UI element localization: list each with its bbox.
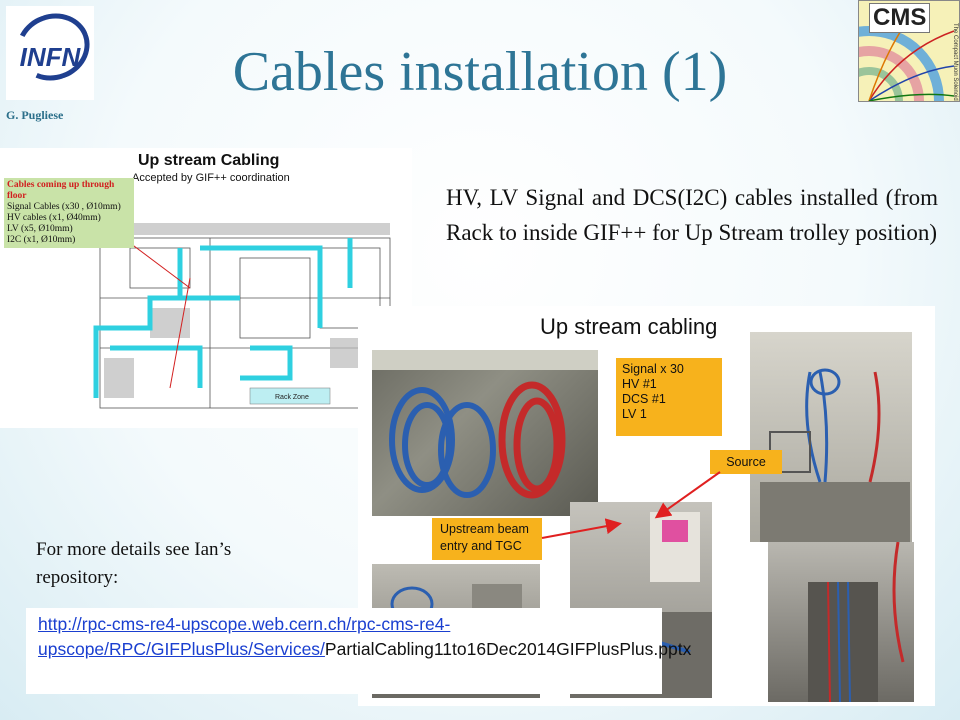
signals-callout-line: Signal x 30: [622, 362, 684, 376]
repository-file-name: PartialCabling11to16Dec2014GIFPlusPlus.p…: [324, 639, 692, 659]
slide-title: Cables installation (1): [232, 41, 728, 103]
upstream-callout-line: Upstream beam: [440, 522, 529, 536]
floor-plan-subheading: Accepted by GIF++ coordination: [132, 172, 290, 184]
upstream-callout-line: entry and TGC: [440, 539, 522, 553]
cms-logo-subtext: The Compact Muon Solenoid: [952, 23, 958, 101]
signals-callout-line: DCS #1: [622, 392, 666, 406]
repository-link-box: http://rpc-cms-re4-upscope.web.cern.ch/r…: [26, 608, 691, 694]
cms-logo: CMS The Compact Muon Solenoid: [858, 0, 960, 102]
signals-callout: Signal x 30 HV #1 DCS #1 LV 1: [616, 358, 722, 436]
floor-plan-image: Rack Zone Up stream Cabling Accepted by …: [0, 148, 412, 428]
photo-floor-trench: [768, 542, 914, 702]
source-callout: Source: [710, 450, 782, 474]
infn-logo-text: INFN: [19, 42, 81, 72]
cables-note-box: Cables coming up through floor Signal Ca…: [4, 178, 134, 248]
cms-logo-text: CMS: [869, 3, 931, 33]
cables-note-line: Signal Cables (x30 , Ø10mm): [7, 202, 121, 212]
upstream-arrow: [541, 518, 622, 539]
signals-callout-line: HV #1: [622, 377, 657, 391]
source-arrow: [654, 471, 721, 519]
photo-cable-coils: [372, 350, 598, 516]
cables-note-heading: Cables coming up through floor: [7, 180, 115, 201]
cables-note-line: I2C (x1, Ø10mm): [7, 235, 76, 245]
infn-logo: INFN: [6, 3, 100, 100]
photo-cable-rack: [750, 332, 912, 542]
cables-note-line: LV (x5, Ø10mm): [7, 224, 73, 234]
rack-zone-label: Rack Zone: [275, 394, 309, 401]
callout-arrows: [541, 471, 721, 539]
slide-description: HV, LV Signal and DCS(I2C) cables instal…: [446, 185, 938, 245]
more-details-text: For more details see Ian’s repository:: [36, 539, 232, 588]
repository-link-text: http://rpc-cms-re4-upscope.web.cern.ch/r…: [38, 612, 691, 662]
repository-url-link[interactable]: http://rpc-cms-re4-upscope.web.cern.ch/r…: [38, 614, 451, 659]
upstream-callout: Upstream beam entry and TGC: [432, 518, 542, 560]
collage-heading: Up stream cabling: [540, 314, 718, 339]
floor-plan-heading: Up stream Cabling: [138, 152, 280, 169]
cables-note-line: HV cables (x1, Ø40mm): [7, 213, 101, 223]
signals-callout-line: LV 1: [622, 407, 647, 421]
author-name: G. Pugliese: [6, 108, 64, 122]
